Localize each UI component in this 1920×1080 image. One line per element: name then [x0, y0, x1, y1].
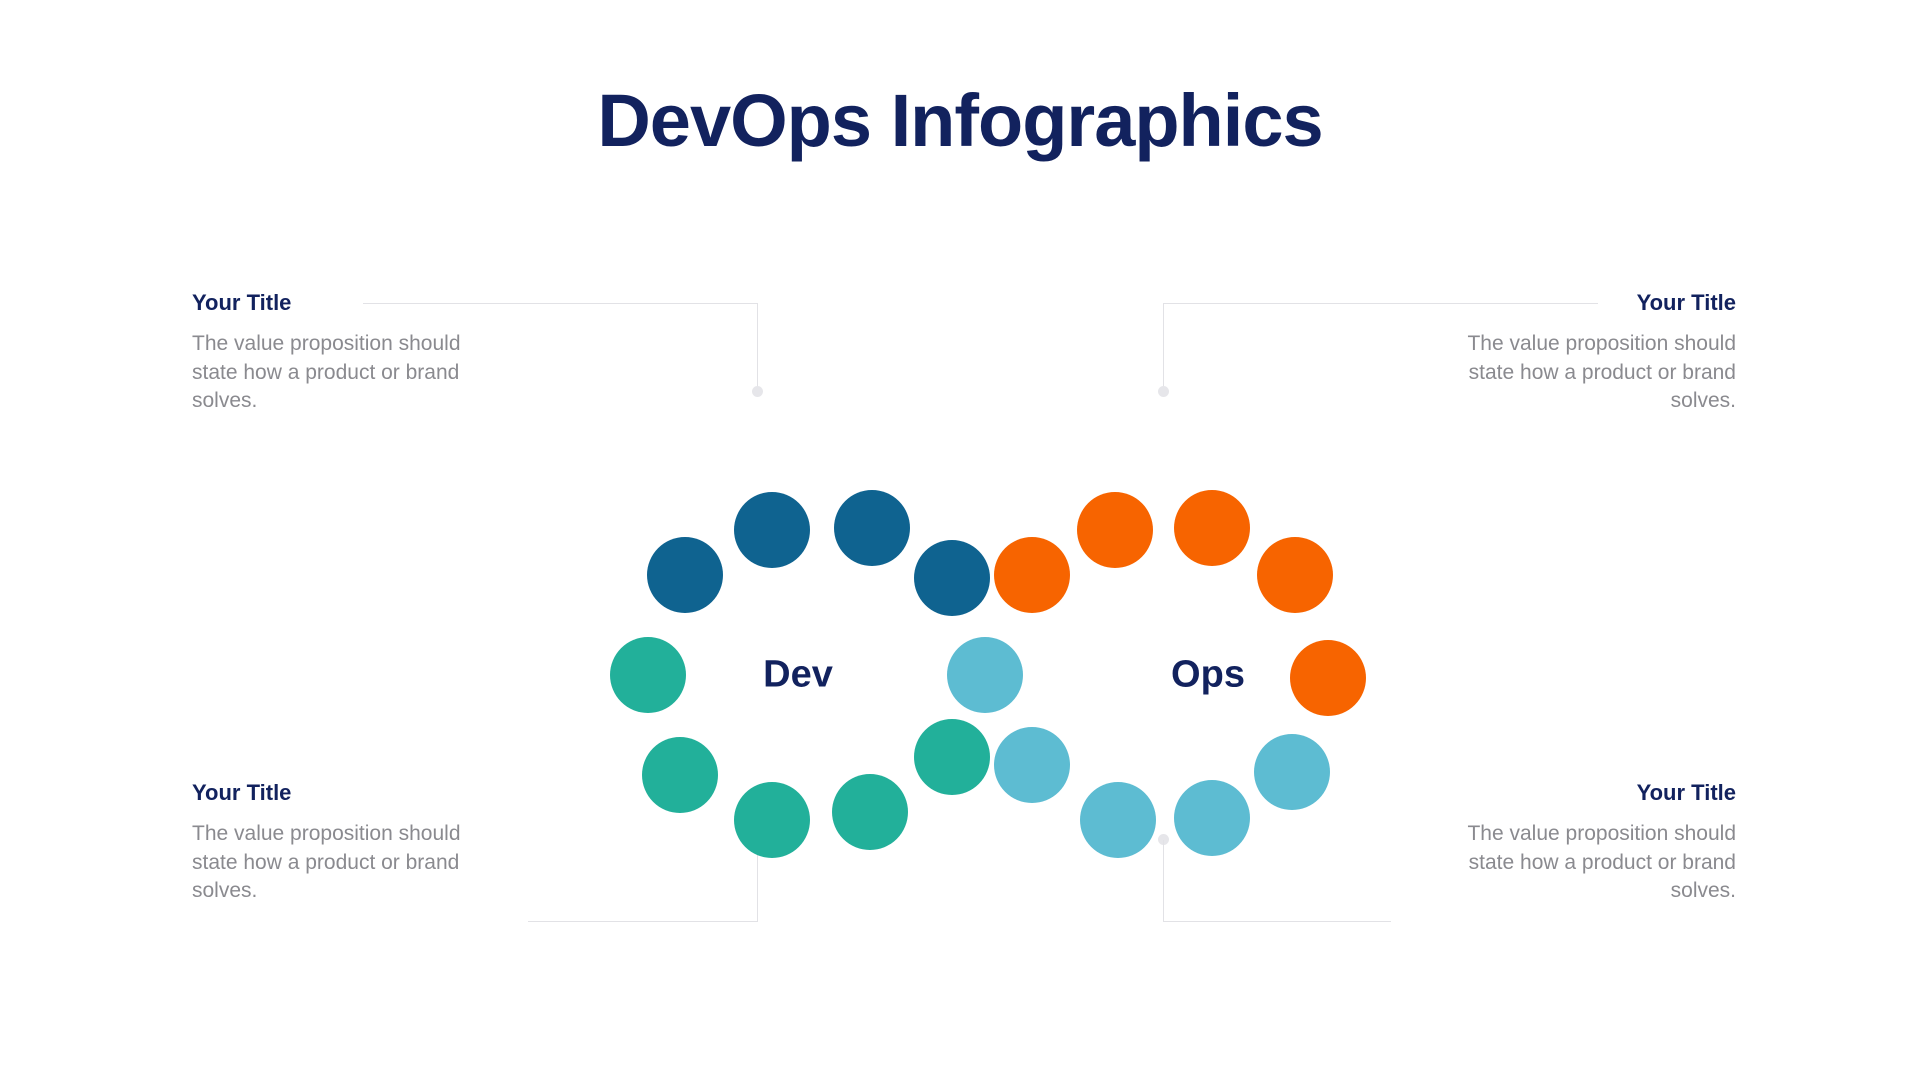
callout-bottom-right: Your Title The value proposition should … — [1436, 780, 1736, 905]
callout-body: The value proposition should state how a… — [192, 822, 461, 903]
connector-line-top-right-horizontal — [1163, 303, 1598, 304]
callout-title: Your Title — [192, 290, 292, 315]
diagram-node — [994, 537, 1070, 613]
diagram-node — [610, 637, 686, 713]
callout-top-right: Your Title The value proposition should … — [1436, 290, 1736, 415]
diagram-node — [1077, 492, 1153, 568]
diagram-node — [994, 727, 1070, 803]
diagram-node — [832, 774, 908, 850]
callout-title: Your Title — [192, 780, 292, 805]
diagram-node — [1174, 490, 1250, 566]
lobe-label-dev: Dev — [763, 653, 833, 696]
connector-line-top-right-vertical — [1163, 303, 1164, 390]
connector-line-bottom-right-horizontal — [1163, 921, 1391, 922]
diagram-node — [947, 637, 1023, 713]
lobe-label-ops: Ops — [1171, 653, 1245, 696]
callout-title: Your Title — [1636, 780, 1736, 805]
diagram-node — [834, 490, 910, 566]
diagram-node — [647, 537, 723, 613]
connector-dot-bottom-right — [1158, 834, 1169, 845]
diagram-node — [1174, 780, 1250, 856]
callout-bottom-left: Your Title The value proposition should … — [192, 780, 492, 905]
diagram-node — [1290, 640, 1366, 716]
callout-body: The value proposition should state how a… — [1467, 332, 1736, 413]
diagram-node — [1254, 734, 1330, 810]
connector-line-bottom-left-vertical — [757, 840, 758, 922]
connector-dot-top-right — [1158, 386, 1169, 397]
callout-body: The value proposition should state how a… — [1467, 822, 1736, 903]
connector-dot-top-left — [752, 386, 763, 397]
devops-infinity-diagram: Dev Ops — [540, 420, 1400, 858]
connector-line-top-left-vertical — [757, 303, 758, 390]
diagram-node — [734, 782, 810, 858]
diagram-node — [914, 540, 990, 616]
diagram-node — [914, 719, 990, 795]
callout-top-left: Your Title The value proposition should … — [192, 290, 492, 415]
diagram-node — [734, 492, 810, 568]
diagram-node — [1080, 782, 1156, 858]
page-title: DevOps Infographics — [597, 79, 1323, 162]
callout-title: Your Title — [1636, 290, 1736, 315]
connector-line-bottom-left-horizontal — [528, 921, 758, 922]
callout-body: The value proposition should state how a… — [192, 332, 461, 413]
connector-line-bottom-right-vertical — [1163, 840, 1164, 922]
diagram-node — [1257, 537, 1333, 613]
diagram-node — [642, 737, 718, 813]
connector-line-top-left-horizontal — [363, 303, 758, 304]
